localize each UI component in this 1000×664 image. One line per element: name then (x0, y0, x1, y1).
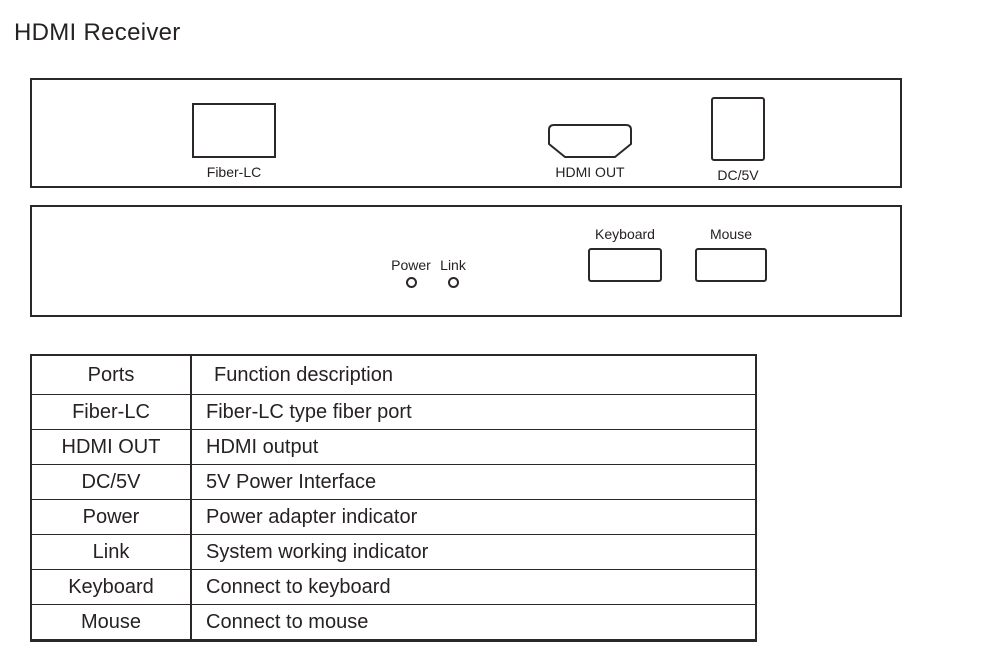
hdmi-out-port-label: HDMI OUT (555, 164, 625, 180)
hdmi-connector-icon (548, 124, 632, 158)
description-cell: Power adapter indicator (191, 499, 756, 535)
table-row: DC/5V 5V Power Interface (31, 464, 756, 500)
port-cell: DC/5V (31, 464, 192, 500)
ports-table: Ports Function description Fiber-LC Fibe… (30, 354, 757, 642)
description-cell: Connect to keyboard (191, 569, 756, 605)
dc-power-port-icon (711, 97, 765, 161)
fiber-lc-port-label: Fiber-LC (206, 164, 262, 180)
power-led-icon (405, 277, 417, 288)
port-cell: Keyboard (31, 569, 192, 605)
table-row: Power Power adapter indicator (31, 499, 756, 535)
description-cell: Fiber-LC type fiber port (191, 394, 756, 430)
page-title: HDMI Receiver (14, 19, 181, 46)
table-header-ports: Ports (31, 354, 192, 395)
table-header-description: Function description (191, 354, 756, 395)
description-cell: 5V Power Interface (191, 464, 756, 500)
description-cell: System working indicator (191, 534, 756, 570)
mouse-port-icon (695, 248, 767, 282)
table-row: Link System working indicator (31, 534, 756, 570)
table-row: Keyboard Connect to keyboard (31, 569, 756, 605)
keyboard-port: Keyboard (588, 226, 662, 282)
table-row: HDMI OUT HDMI output (31, 429, 756, 465)
keyboard-port-label: Keyboard (595, 226, 655, 242)
port-cell: Power (31, 499, 192, 535)
table-row: Mouse Connect to mouse (31, 604, 756, 641)
table-row: Fiber-LC Fiber-LC type fiber port (31, 394, 756, 430)
power-led-label: Power (391, 257, 431, 273)
dc-5v-port: DC/5V (711, 97, 765, 183)
port-cell: Fiber-LC (31, 394, 192, 430)
power-led: Power (379, 257, 443, 288)
hdmi-out-port: HDMI OUT (548, 124, 632, 180)
rear-panel-diagram: Fiber-LC HDMI OUT DC/5V (30, 78, 902, 188)
description-cell: Connect to mouse (191, 604, 756, 641)
front-panel-diagram: Power Link Keyboard Mouse (30, 205, 902, 317)
mouse-port: Mouse (695, 226, 767, 282)
link-led: Link (421, 257, 485, 288)
keyboard-port-icon (588, 248, 662, 282)
table-header-row: Ports Function description (31, 354, 756, 395)
port-cell: Link (31, 534, 192, 570)
link-led-label: Link (440, 257, 466, 273)
port-cell: HDMI OUT (31, 429, 192, 465)
mouse-port-label: Mouse (709, 226, 753, 242)
fiber-lc-port: Fiber-LC (192, 103, 276, 180)
link-led-icon (447, 277, 459, 288)
description-cell: HDMI output (191, 429, 756, 465)
fiber-lc-port-icon (192, 103, 276, 158)
dc-5v-port-label: DC/5V (717, 167, 759, 183)
port-cell: Mouse (31, 604, 192, 641)
